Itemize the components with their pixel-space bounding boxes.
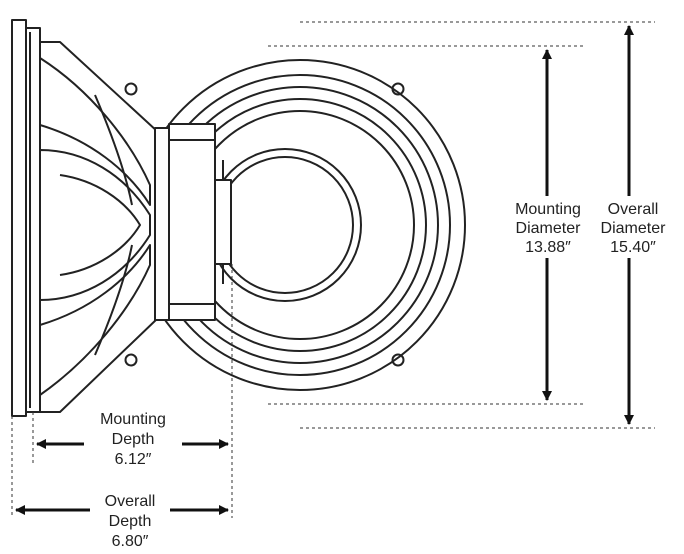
mounting-depth-line2: Depth bbox=[112, 431, 155, 448]
mounting-diameter-label: Mounting Diameter 13.88″ bbox=[515, 201, 581, 256]
magnet bbox=[168, 123, 216, 321]
mounting-diameter-value: 13.88″ bbox=[525, 239, 571, 256]
overall-depth-label: Overall Depth 6.80″ bbox=[105, 493, 156, 550]
mounting-diameter-line2: Diameter bbox=[516, 220, 582, 237]
speaker-side-view bbox=[11, 19, 232, 417]
basket-center-lobe bbox=[39, 149, 151, 301]
extension-lines bbox=[11, 21, 655, 518]
overall-depth-line2: Depth bbox=[109, 513, 152, 530]
mounting-diameter-line1: Mounting bbox=[515, 201, 581, 218]
mounting-depth-line1: Mounting bbox=[100, 411, 166, 428]
magnet-top-plate bbox=[154, 127, 170, 321]
mounting-hole-icon bbox=[124, 82, 138, 96]
overall-diameter-label: Overall Diameter 15.40″ bbox=[601, 201, 667, 256]
mounting-hole-icon bbox=[391, 82, 405, 96]
magnet-back-plate bbox=[214, 179, 232, 265]
front-gasket bbox=[11, 19, 27, 417]
overall-depth-value: 6.80″ bbox=[112, 533, 149, 550]
mounting-depth-label: Mounting Depth 6.12″ bbox=[100, 411, 166, 468]
mounting-depth-value: 6.12″ bbox=[115, 451, 152, 468]
mounting-hole-icon bbox=[391, 353, 405, 367]
dust-cap-inner bbox=[216, 156, 354, 294]
overall-diameter-value: 15.40″ bbox=[610, 239, 656, 256]
overall-diameter-line2: Diameter bbox=[601, 220, 667, 237]
basket-spoke-detail bbox=[94, 94, 133, 356]
mounting-hole-icon bbox=[124, 353, 138, 367]
front-flange bbox=[25, 27, 41, 413]
overall-diameter-line1: Overall bbox=[608, 201, 659, 218]
overall-depth-line1: Overall bbox=[105, 493, 156, 510]
basket-center-lobe-inner bbox=[59, 174, 141, 276]
